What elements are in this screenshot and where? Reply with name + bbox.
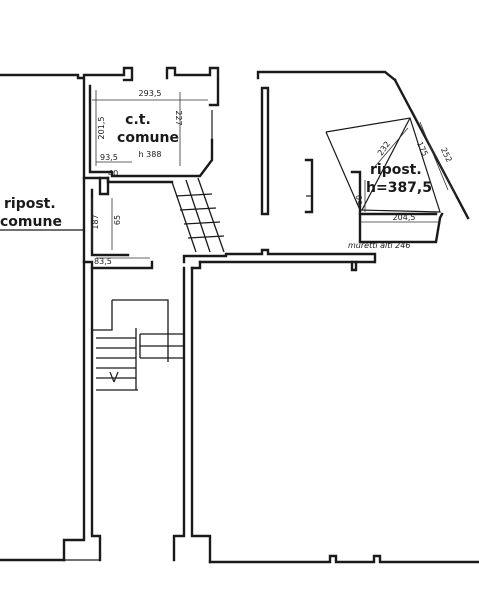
dim-ct-small: 93,5: [100, 153, 118, 162]
dim-right-bottom: 204,5: [393, 213, 416, 222]
note-wall-height: muretti alti 246: [348, 241, 410, 250]
internal-stair: [92, 299, 184, 391]
dim-ct-width: 293,5: [139, 89, 162, 98]
ct-comune-label-line2: comune: [117, 130, 179, 146]
left-storage-room: [0, 176, 154, 270]
dim-left-store-width: 65: [113, 215, 122, 225]
ct-comune-height: h 388: [139, 150, 162, 159]
dim-right-diag-top: 232: [376, 140, 392, 158]
dim-ct-depth-left: 201,5: [97, 117, 106, 140]
central-partitions: [260, 86, 314, 216]
dim-right-diag-side: 252: [439, 146, 454, 164]
dim-ct-depth-right: 227: [174, 110, 183, 125]
dim-left-store-bottom: 83,5: [94, 257, 112, 266]
dim-ct-corner: 40: [108, 169, 118, 178]
right-storage-room: [325, 109, 457, 244]
mid-wall: [182, 248, 377, 272]
diagonal-stair: [171, 177, 225, 253]
dim-right-small: 60: [355, 195, 364, 205]
left-ripost-label-line1: ripost.: [4, 196, 56, 212]
right-ripost-height: h=387,5: [366, 180, 432, 196]
right-ripost-label: ripost.: [370, 162, 422, 178]
bottom-wall: [0, 554, 479, 564]
dim-left-store-height: 187: [91, 214, 100, 229]
ct-comune-label-line1: c.t.: [125, 112, 151, 128]
left-ripost-label-line2: comune: [0, 214, 62, 230]
left-corridor: [62, 260, 212, 564]
